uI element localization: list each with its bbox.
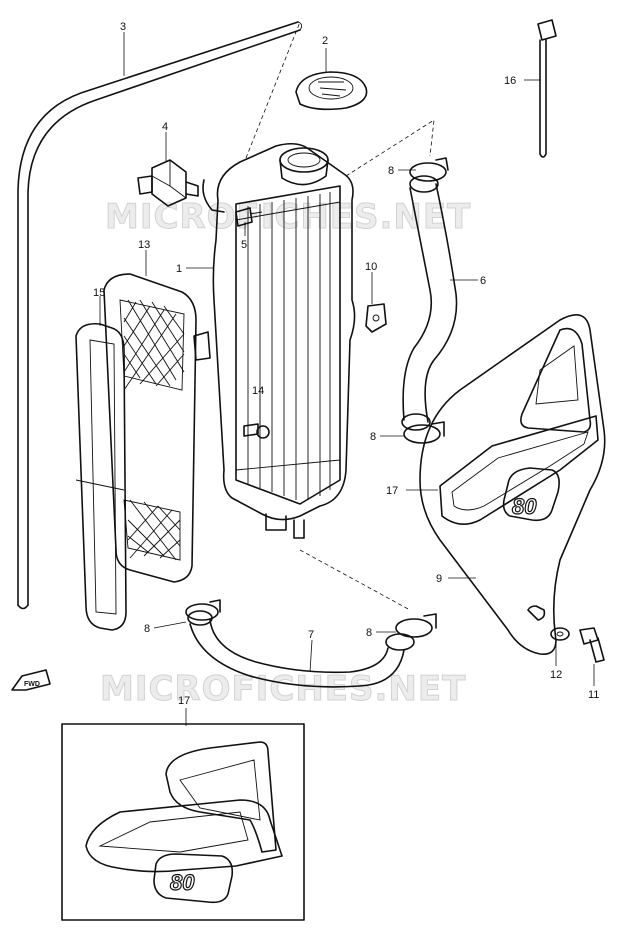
callout-17-inset: 17 xyxy=(178,695,190,707)
badge-80: 80 xyxy=(170,870,195,895)
radiator-bolt-upper xyxy=(235,207,263,227)
callout-14: 14 xyxy=(252,385,264,397)
decal-on-cover: 80 xyxy=(511,493,537,519)
callout-9: 9 xyxy=(436,573,442,585)
callout-15: 15 xyxy=(93,287,105,299)
watermark-bottom: MICROFICHES.NET xyxy=(100,669,466,709)
callout-17: 17 xyxy=(386,485,398,497)
callout-2: 2 xyxy=(322,35,328,47)
callout-1: 1 xyxy=(176,263,182,275)
leader-lines xyxy=(99,21,595,726)
radiator-shroud-frame xyxy=(75,322,127,631)
forward-direction-arrow: FWD xyxy=(11,669,51,691)
fwd-label: FWD xyxy=(24,681,40,688)
callout-numbers: 3 2 4 1 5 13 15 14 10 6 8 8 8 8 7 17 9 1… xyxy=(93,21,599,707)
callout-6: 6 xyxy=(480,275,486,287)
callout-8-c: 8 xyxy=(144,623,150,635)
badge-80-cover: 80 xyxy=(512,494,537,519)
hose-clamp-upper-top xyxy=(409,157,449,182)
cover-washer xyxy=(550,627,570,641)
callout-7: 7 xyxy=(308,629,314,641)
callout-13: 13 xyxy=(138,239,150,251)
hose-clamp-lower-left xyxy=(185,599,221,621)
hose-clamp-upper-bottom xyxy=(403,421,445,444)
callout-12: 12 xyxy=(550,669,562,681)
overflow-tube xyxy=(17,21,303,610)
cable-tie xyxy=(537,19,557,158)
temperature-sender xyxy=(137,159,199,207)
callout-8-a: 8 xyxy=(388,165,394,177)
callout-10: 10 xyxy=(365,261,377,273)
callout-4: 4 xyxy=(162,121,168,133)
radiator-cap xyxy=(295,71,368,111)
cover-bolt xyxy=(579,627,605,663)
radiator-side-cover xyxy=(419,314,606,656)
callout-3: 3 xyxy=(120,21,126,33)
upper-hose xyxy=(401,175,458,431)
callout-16: 16 xyxy=(504,75,516,87)
hose-clamp-lower-right xyxy=(395,613,437,638)
radiator-bolt-lower xyxy=(243,423,270,439)
callout-8-d: 8 xyxy=(366,627,372,639)
decal-detail-inset: 80 xyxy=(61,723,305,921)
radiator xyxy=(193,142,356,539)
hose-clip xyxy=(365,303,387,333)
callout-8-b: 8 xyxy=(370,431,376,443)
callout-5: 5 xyxy=(241,239,247,251)
radiator-grille xyxy=(103,273,197,583)
callout-11: 11 xyxy=(588,689,599,701)
